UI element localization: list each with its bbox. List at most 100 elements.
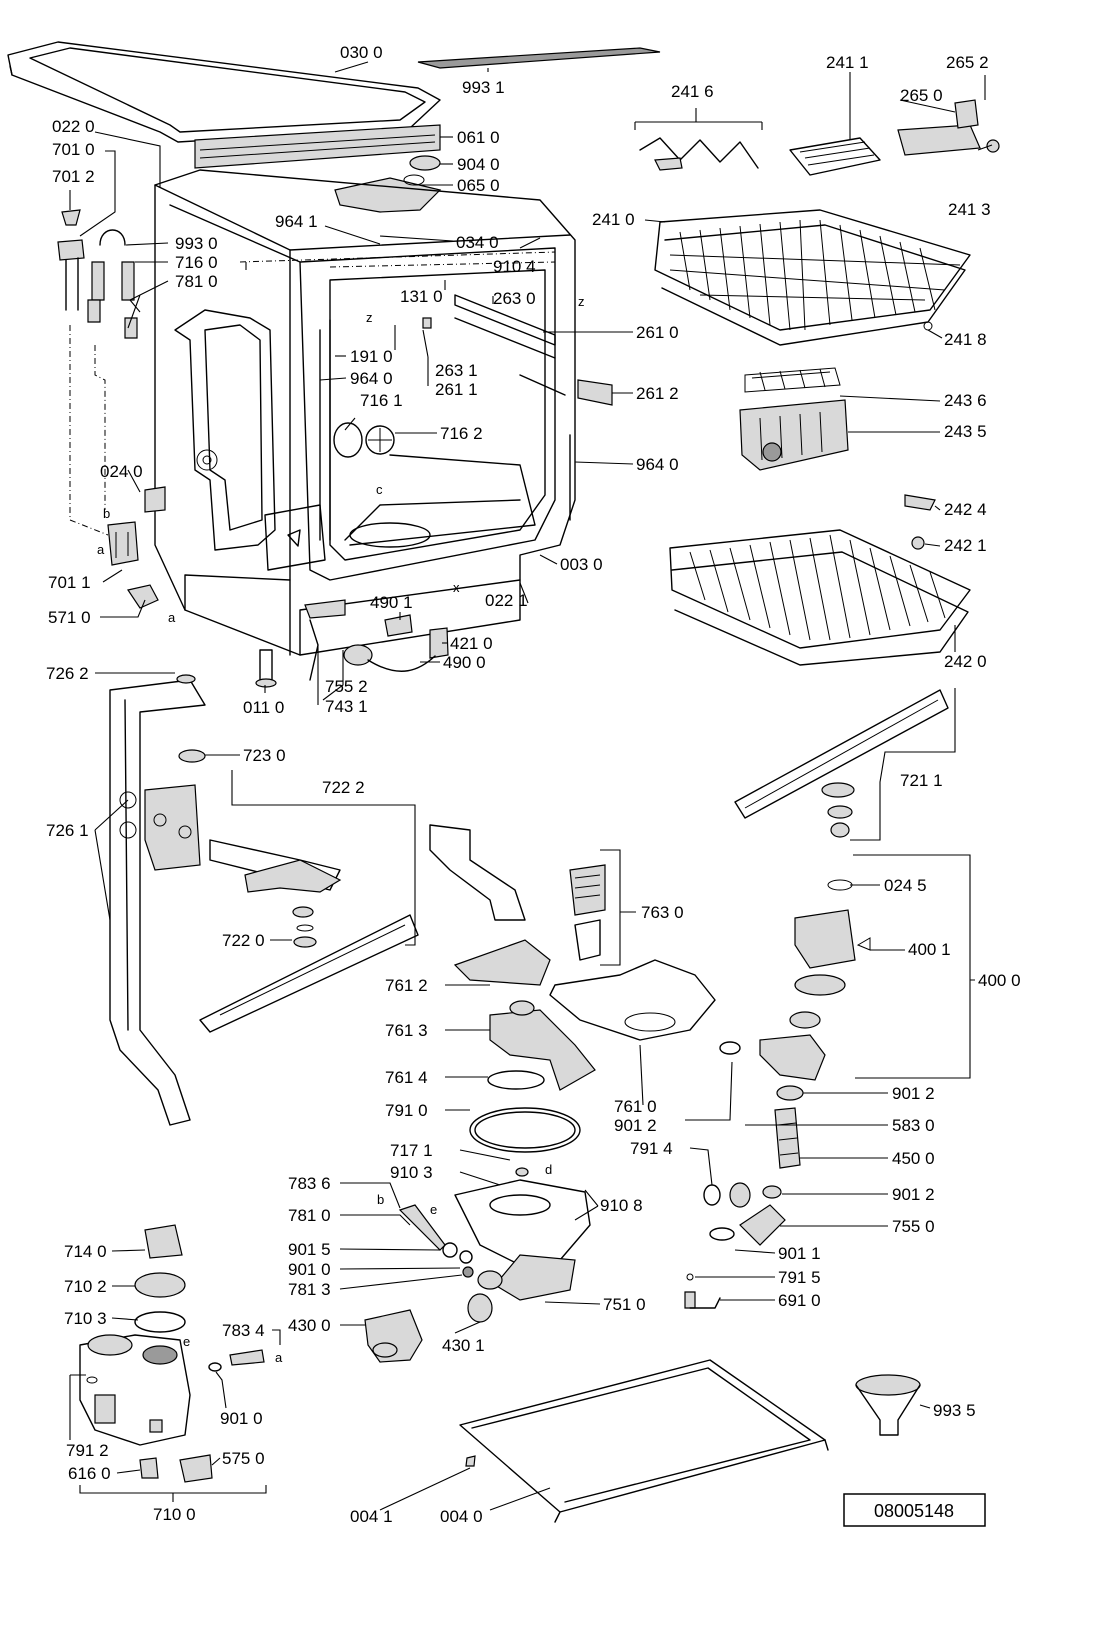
part-label: 583 0 bbox=[892, 1116, 935, 1135]
softener-710 bbox=[79, 1224, 265, 1483]
ref-letter-b: b bbox=[103, 506, 110, 521]
part-label: 755 2 bbox=[325, 677, 368, 696]
part-label: 964 1 bbox=[275, 212, 318, 231]
part-label: 450 0 bbox=[892, 1149, 935, 1168]
part-label: 710 3 bbox=[64, 1309, 107, 1328]
part-label: 571 0 bbox=[48, 608, 91, 627]
part-label: 722 2 bbox=[322, 778, 365, 797]
part-label: 901 2 bbox=[892, 1185, 935, 1204]
part-label: 022 0 bbox=[52, 117, 95, 136]
top-strip-part bbox=[417, 47, 661, 69]
part-label: 901 2 bbox=[614, 1116, 657, 1135]
part-label: 265 2 bbox=[946, 53, 989, 72]
part-label: 065 0 bbox=[457, 176, 500, 195]
part-label: 024 0 bbox=[100, 462, 143, 481]
part-label: 400 0 bbox=[978, 971, 1021, 990]
part-label: 783 4 bbox=[222, 1321, 265, 1340]
part-label: 030 0 bbox=[340, 43, 383, 62]
part-label: 751 0 bbox=[603, 1295, 646, 1314]
part-label: 964 0 bbox=[350, 369, 393, 388]
part-label: 034 0 bbox=[456, 233, 499, 252]
ref-letter-x: x bbox=[453, 580, 460, 595]
part-label: 910 4 bbox=[493, 257, 536, 276]
part-label: 781 3 bbox=[288, 1280, 331, 1299]
ref-letter-a: a bbox=[275, 1350, 283, 1365]
part-label: 791 2 bbox=[66, 1441, 109, 1460]
part-label: 243 6 bbox=[944, 391, 987, 410]
part-label: 714 0 bbox=[64, 1242, 107, 1261]
part-label: 901 1 bbox=[778, 1244, 821, 1263]
part-label: 910 3 bbox=[390, 1163, 433, 1182]
ref-letter-a: a bbox=[97, 542, 105, 557]
part-label: 430 1 bbox=[442, 1336, 485, 1355]
part-label: 993 0 bbox=[175, 234, 218, 253]
tub-frame bbox=[154, 169, 576, 656]
part-label: 490 0 bbox=[443, 653, 486, 672]
part-label: 761 2 bbox=[385, 976, 428, 995]
pipe-726-1 bbox=[109, 674, 206, 1126]
upper-spray-arm-assembly bbox=[144, 749, 419, 1033]
part-label: 721 1 bbox=[900, 771, 943, 790]
part-label: 716 1 bbox=[360, 391, 403, 410]
part-label: 701 0 bbox=[52, 140, 95, 159]
filter-763 bbox=[569, 864, 606, 961]
lower-spray-arm-assembly bbox=[734, 689, 949, 838]
part-label: 003 0 bbox=[560, 555, 603, 574]
part-label: 241 0 bbox=[592, 210, 635, 229]
clamps-hose-450 bbox=[703, 1041, 804, 1246]
part-label: 061 0 bbox=[457, 128, 500, 147]
part-label: 261 2 bbox=[636, 384, 679, 403]
spray-fittings bbox=[333, 174, 425, 458]
ref-letter-c: c bbox=[376, 482, 383, 497]
part-label: 964 0 bbox=[636, 455, 679, 474]
part-label: 701 1 bbox=[48, 573, 91, 592]
part-label: 726 1 bbox=[46, 821, 89, 840]
part-label: 717 1 bbox=[390, 1141, 433, 1160]
filter-plate-761-0 bbox=[549, 959, 716, 1041]
ref-letter-z: z bbox=[366, 310, 373, 325]
part-label: 716 2 bbox=[440, 424, 483, 443]
part-label: 022 1 bbox=[485, 591, 528, 610]
part-label: 910 8 bbox=[600, 1196, 643, 1215]
lower-basket bbox=[669, 494, 971, 666]
part-label: 004 1 bbox=[350, 1507, 393, 1526]
part-label: 761 3 bbox=[385, 1021, 428, 1040]
pump-400 bbox=[759, 879, 871, 1081]
part-label: 011 0 bbox=[243, 698, 284, 717]
ref-letter-e: e bbox=[183, 1334, 190, 1349]
part-label: 781 0 bbox=[175, 272, 218, 291]
part-label: 743 1 bbox=[325, 697, 368, 716]
part-label: 901 0 bbox=[220, 1409, 263, 1428]
part-label: 263 0 bbox=[493, 289, 536, 308]
part-label: 904 0 bbox=[457, 155, 500, 174]
part-label: 701 2 bbox=[52, 167, 95, 186]
part-label: 901 5 bbox=[288, 1240, 331, 1259]
part-label: 616 0 bbox=[68, 1464, 111, 1483]
part-label: 241 6 bbox=[671, 82, 714, 101]
cap-part bbox=[409, 155, 441, 171]
part-label: 761 0 bbox=[614, 1097, 657, 1116]
ref-letter-b: b bbox=[377, 1192, 384, 1207]
part-label: 993 5 bbox=[933, 1401, 976, 1420]
part-label: 421 0 bbox=[450, 634, 493, 653]
part-label: 131 0 bbox=[400, 287, 443, 306]
reference-letters: b a a c x z z b e d e a bbox=[97, 294, 585, 1365]
foot-011 bbox=[255, 649, 277, 688]
ref-letter-d: d bbox=[545, 1162, 552, 1177]
part-label: 242 4 bbox=[944, 500, 987, 519]
ref-letter-a: a bbox=[168, 610, 176, 625]
cutlery-rack-241-6 bbox=[639, 137, 759, 171]
clip-265 bbox=[897, 99, 1000, 156]
document-number-box: 08005148 bbox=[843, 1493, 986, 1527]
rails-part bbox=[422, 294, 613, 406]
sump-751 bbox=[398, 1167, 591, 1323]
part-label: 722 0 bbox=[222, 931, 265, 950]
part-label: 191 0 bbox=[350, 347, 393, 366]
cup-rack-241-1 bbox=[789, 137, 881, 176]
ref-letter-e: e bbox=[430, 1202, 437, 1217]
valve-701-1 bbox=[107, 521, 139, 566]
part-label: 241 8 bbox=[944, 330, 987, 349]
part-label: 726 2 bbox=[46, 664, 89, 683]
part-label: 761 4 bbox=[385, 1068, 428, 1087]
